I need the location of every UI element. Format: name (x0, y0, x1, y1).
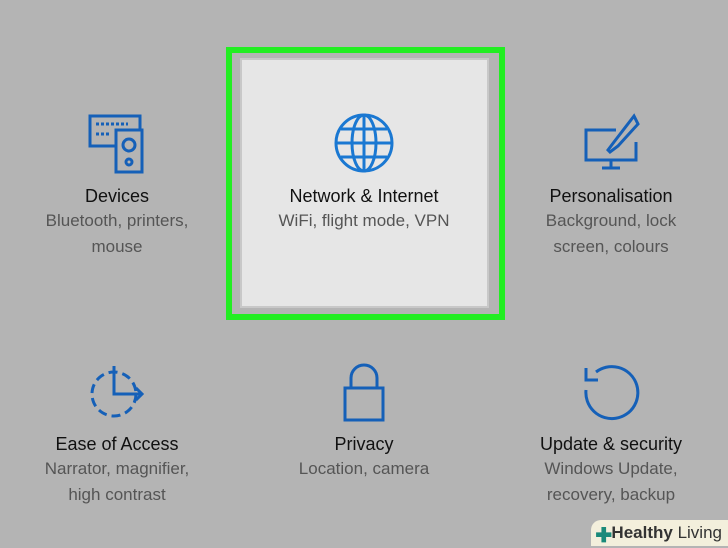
tile-title: Devices (84, 186, 150, 206)
tile-subtitle: Narrator, magnifier, (44, 459, 190, 478)
highlight-frame (226, 47, 505, 320)
tile-subtitle: Bluetooth, printers, (45, 211, 189, 230)
network-tile-background (240, 58, 489, 308)
personalisation-icon (584, 113, 640, 170)
tile-title: Privacy (334, 434, 394, 454)
watermark-bold: Healthy (611, 523, 673, 542)
tile-title: Update & security (539, 434, 683, 454)
tile-personalisation[interactable]: Personalisation Background, lock screen,… (496, 112, 726, 259)
tile-subtitle: mouse (91, 237, 143, 256)
watermark-logo: ✚Healthy Living (591, 520, 728, 547)
devices-icon (88, 114, 144, 174)
plus-icon: ✚ (595, 525, 613, 547)
tile-title: Network & Internet (289, 186, 439, 206)
watermark-light: Living (677, 523, 722, 542)
ease-of-access-icon (90, 366, 145, 418)
tile-title: Ease of Access (55, 434, 179, 454)
tile-devices[interactable]: Devices Bluetooth, printers, mouse (2, 112, 232, 259)
lock-icon (343, 363, 385, 422)
tile-privacy[interactable]: Privacy Location, camera (249, 362, 479, 481)
refresh-icon (584, 365, 640, 421)
tile-subtitle: Location, camera (298, 459, 430, 478)
tile-subtitle: screen, colours (553, 237, 669, 256)
tile-update-security[interactable]: Update & security Windows Update, recove… (496, 362, 726, 507)
tile-subtitle: Background, lock (545, 211, 677, 230)
tile-title: Personalisation (549, 186, 673, 206)
tile-subtitle: high contrast (68, 485, 166, 504)
tile-subtitle: Windows Update, (544, 459, 678, 478)
tile-subtitle: WiFi, flight mode, VPN (278, 211, 450, 230)
tile-ease-of-access[interactable]: Ease of Access Narrator, magnifier, high… (2, 362, 232, 507)
globe-icon (334, 113, 394, 173)
tile-network-internet[interactable]: Network & Internet WiFi, flight mode, VP… (249, 112, 479, 233)
tile-subtitle: recovery, backup (546, 485, 676, 504)
